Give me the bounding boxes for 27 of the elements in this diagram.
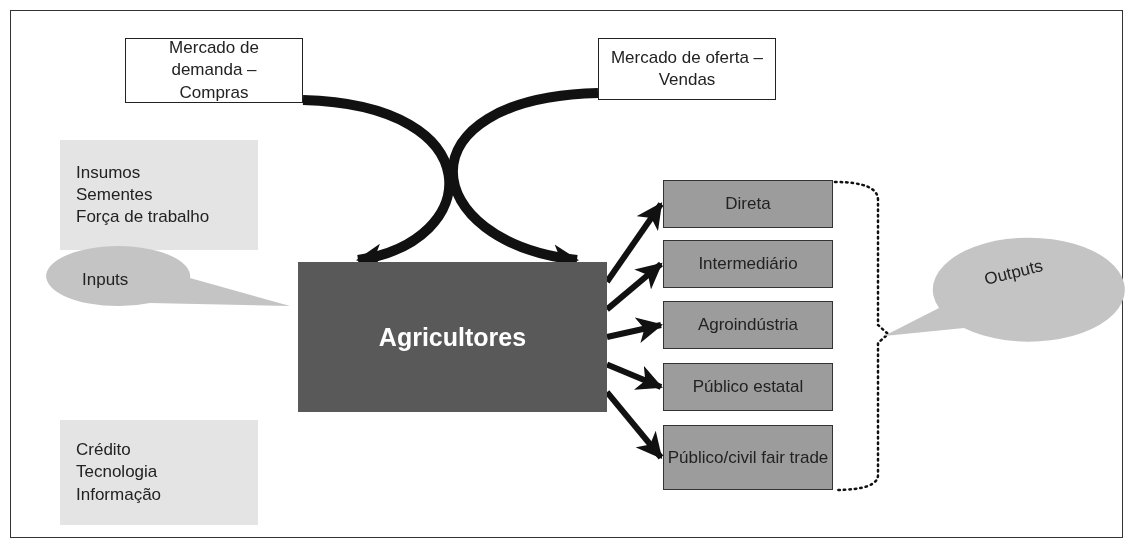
- main-box: [298, 262, 607, 412]
- node-label: Sementes: [76, 183, 153, 206]
- market-box: [125, 38, 303, 103]
- node-label: Agricultores: [378, 321, 527, 353]
- node-label: Direta: [725, 193, 771, 215]
- channel-box: [663, 240, 833, 288]
- node-label: Crédito: [76, 439, 131, 462]
- node-label: Mercado de demanda – Compras: [168, 37, 260, 104]
- node-label: Informação: [76, 483, 162, 506]
- market-box: [598, 38, 776, 100]
- node-label: Mercado de oferta – Vendas: [609, 46, 765, 91]
- resource-list-box: [60, 420, 258, 525]
- node-label: Público estatal: [692, 376, 804, 398]
- bubble-label: Outputs: [982, 255, 1046, 291]
- node-label: Força de trabalho: [76, 206, 210, 229]
- node-label: Insumos: [76, 161, 141, 184]
- resource-list-box: [60, 140, 258, 250]
- bubble-label: Inputs: [82, 269, 129, 291]
- channel-box: [663, 180, 833, 228]
- arrow: [606, 317, 663, 343]
- channel-box: [663, 363, 833, 411]
- channel-box: [663, 301, 833, 349]
- node-label: Tecnologia: [76, 461, 158, 484]
- node-label: Agroindústria: [697, 314, 799, 336]
- channel-box: [663, 425, 833, 490]
- node-label: Público/civil fair trade: [667, 446, 829, 469]
- node-label: Intermediário: [698, 253, 798, 275]
